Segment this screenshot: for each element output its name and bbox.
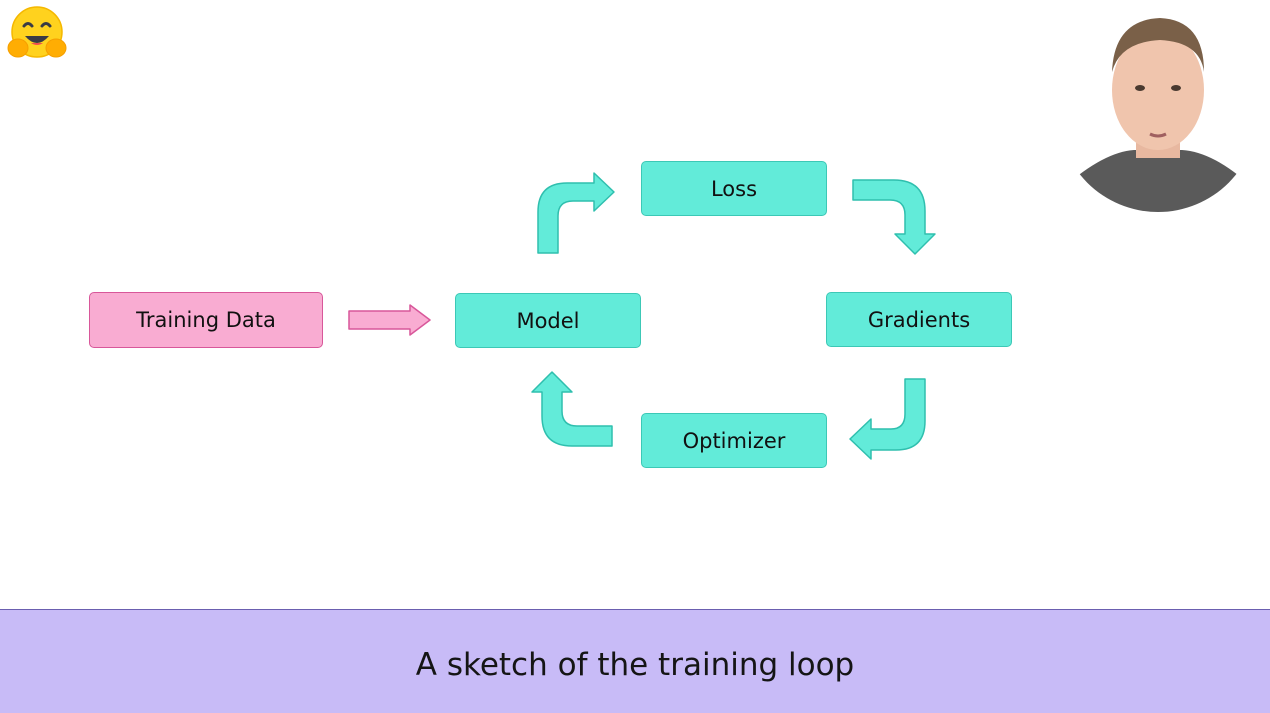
- arrow-data-to-model: [348, 304, 431, 336]
- model-node: Model: [455, 293, 641, 348]
- arrow-model-to-loss: [537, 172, 615, 254]
- arrow-loss-to-gradients: [852, 179, 936, 255]
- gradients-node: Gradients: [826, 292, 1012, 347]
- model-label: Model: [516, 308, 580, 333]
- caption-bar: A sketch of the training loop: [0, 609, 1270, 713]
- arrow-optimizer-to-model: [531, 371, 613, 447]
- arrow-gradients-to-optimizer: [849, 378, 926, 460]
- loss-label: Loss: [710, 176, 758, 201]
- caption-text: A sketch of the training loop: [415, 646, 855, 683]
- loss-node: Loss: [641, 161, 827, 216]
- optimizer-node: Optimizer: [641, 413, 827, 468]
- presenter-webcam-image: [1064, 12, 1252, 212]
- gradients-label: Gradients: [867, 307, 971, 332]
- training-data-label: Training Data: [136, 308, 276, 332]
- optimizer-label: Optimizer: [682, 428, 786, 453]
- hugging-face-logo-icon: [7, 6, 67, 58]
- training-data-node: Training Data: [89, 292, 323, 348]
